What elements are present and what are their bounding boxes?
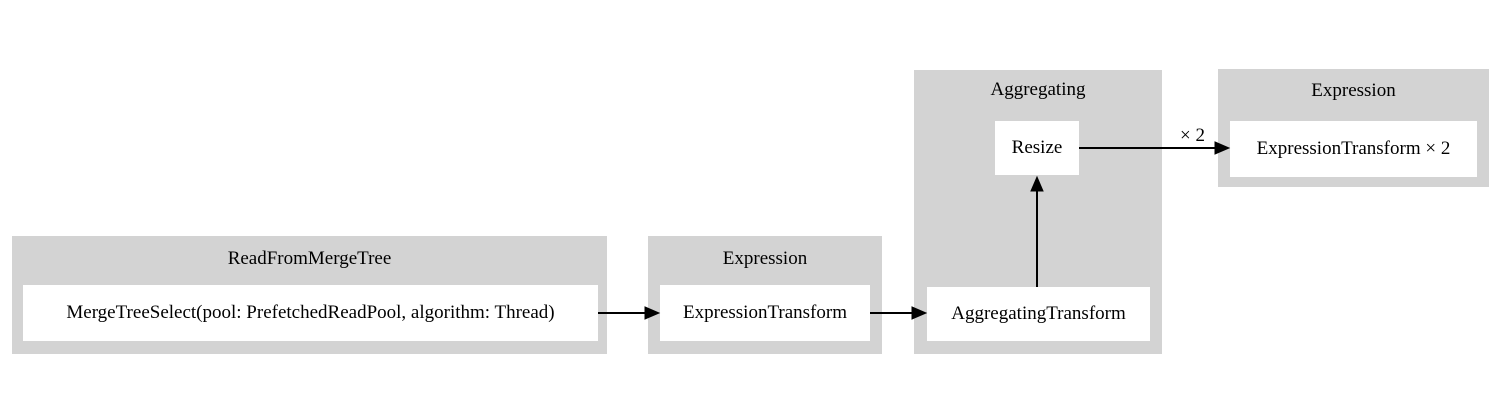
cluster-title-expression-upper: Expression: [1311, 80, 1396, 101]
cluster-read-from-merge-tree: ReadFromMergeTree MergeTreeSelect(pool: …: [12, 236, 607, 354]
node-resize: Resize: [995, 121, 1079, 175]
cluster-expression-upper: Expression ExpressionTransform × 2: [1218, 69, 1489, 187]
node-expression-transform-x2: ExpressionTransform × 2: [1230, 121, 1477, 177]
cluster-title-aggregating: Aggregating: [990, 79, 1086, 100]
node-merge-tree-select: MergeTreeSelect(pool: PrefetchedReadPool…: [23, 285, 598, 341]
cluster-aggregating: Aggregating Resize AggregatingTransform: [914, 70, 1162, 354]
edge-label-x2: × 2: [1180, 125, 1205, 146]
node-expression-transform: ExpressionTransform: [660, 285, 870, 341]
node-aggregating-transform: AggregatingTransform: [927, 287, 1150, 341]
cluster-title-expression-lower: Expression: [722, 248, 808, 269]
cluster-expression-lower: Expression ExpressionTransform: [648, 236, 882, 354]
cluster-title-read-from-merge-tree: ReadFromMergeTree: [227, 248, 392, 269]
